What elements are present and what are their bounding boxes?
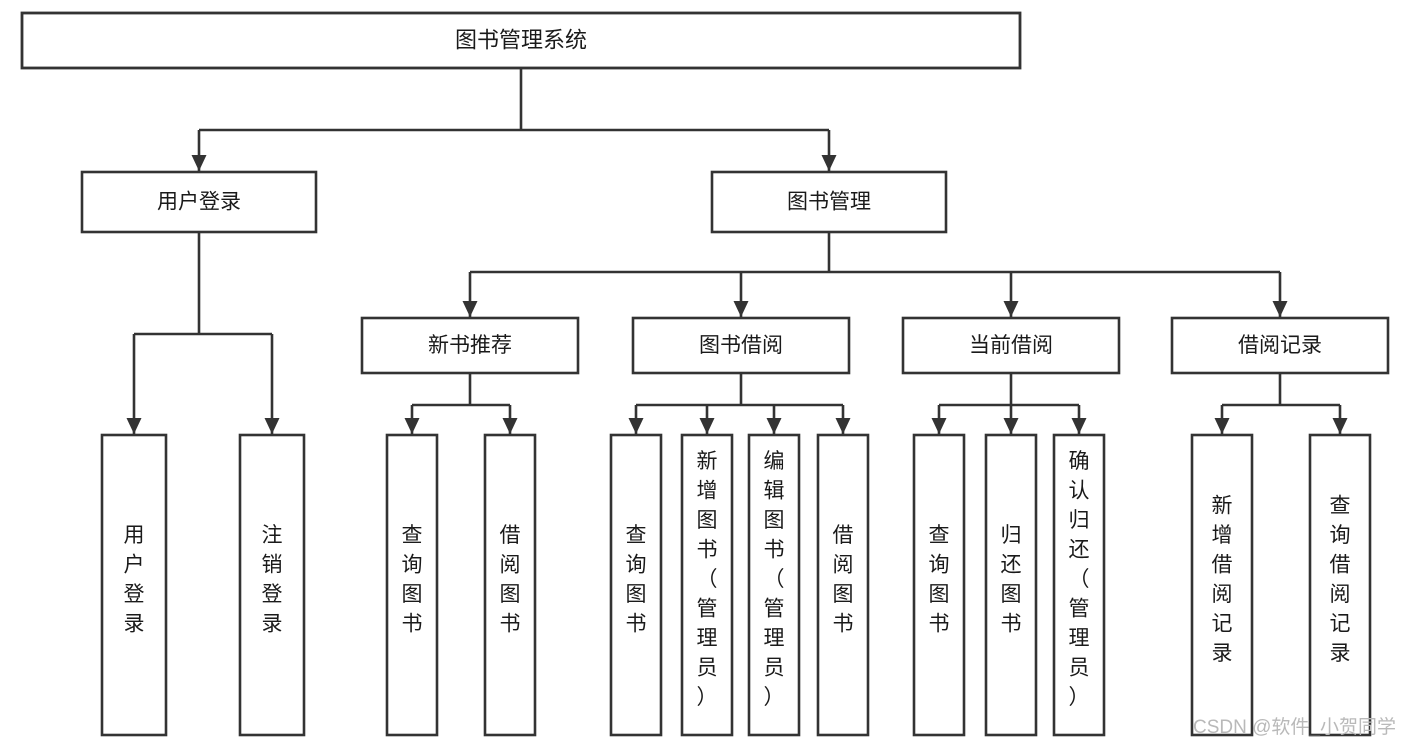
arrow-head-icon <box>1272 301 1288 317</box>
node-label: 借阅记录 <box>1238 334 1322 357</box>
node-book-manage[interactable]: 图书管理 <box>710 170 948 234</box>
node-box[interactable] <box>80 170 318 234</box>
node-add-borrow-record[interactable]: 新增借阅记录 <box>1190 433 1254 737</box>
node-layer: 图书管理系统用户登录用户登录注销登录图书管理新书推荐查询图书借阅图书图书借阅查询… <box>20 11 1390 737</box>
node-borrow-record[interactable]: 借阅记录 <box>1170 316 1390 375</box>
node-return-book[interactable]: 归还图书 <box>984 433 1038 737</box>
node-label: 用户登录 <box>157 191 241 214</box>
arrow-head-icon <box>264 418 280 434</box>
node-query-borrow-record[interactable]: 查询借阅记录 <box>1308 433 1372 737</box>
arrow-head-icon <box>733 301 749 317</box>
arrow-head-icon <box>835 418 851 434</box>
node-box[interactable] <box>984 433 1038 737</box>
node-user-logout-do[interactable]: 注销登录 <box>238 433 306 737</box>
node-box[interactable] <box>631 316 851 375</box>
node-edit-book[interactable]: 编辑图书（管理员） <box>747 433 801 737</box>
node-query-book-3[interactable]: 查询图书 <box>912 433 966 737</box>
node-box[interactable] <box>710 170 948 234</box>
arrow-head-icon <box>404 418 420 434</box>
node-box[interactable] <box>238 433 306 737</box>
node-box[interactable] <box>816 433 870 737</box>
node-box[interactable] <box>1190 433 1254 737</box>
node-query-book-1[interactable]: 查询图书 <box>385 433 439 737</box>
node-current-borrow[interactable]: 当前借阅 <box>901 316 1121 375</box>
node-label: 新增借阅记录 <box>1212 494 1233 665</box>
node-box[interactable] <box>747 433 801 737</box>
node-query-book-2[interactable]: 查询图书 <box>609 433 663 737</box>
node-box[interactable] <box>901 316 1121 375</box>
node-borrow-book-2[interactable]: 借阅图书 <box>816 433 870 737</box>
node-box[interactable] <box>483 433 537 737</box>
node-box[interactable] <box>680 433 734 737</box>
node-label: 查询图书 <box>626 524 647 636</box>
node-box[interactable] <box>385 433 439 737</box>
node-root[interactable]: 图书管理系统 <box>20 11 1022 70</box>
node-label: 图书管理系统 <box>455 27 587 52</box>
arrow-head-icon <box>191 155 207 171</box>
node-label: 注销登录 <box>262 524 283 636</box>
arrow-head-icon <box>126 418 142 434</box>
arrow-head-icon <box>931 418 947 434</box>
arrow-head-icon <box>699 418 715 434</box>
node-label: 新书推荐 <box>428 334 512 357</box>
node-borrow-book-1[interactable]: 借阅图书 <box>483 433 537 737</box>
arrow-head-icon <box>462 301 478 317</box>
arrow-head-icon <box>821 155 837 171</box>
arrow-head-icon <box>1003 418 1019 434</box>
node-label: 归还图书 <box>1001 524 1022 636</box>
node-label: 当前借阅 <box>969 334 1053 357</box>
node-label: 查询图书 <box>402 524 423 636</box>
node-box[interactable] <box>912 433 966 737</box>
node-box[interactable] <box>1170 316 1390 375</box>
node-label: 用户登录 <box>124 524 145 636</box>
node-box[interactable] <box>1052 433 1106 737</box>
node-box[interactable] <box>100 433 168 737</box>
node-user-login[interactable]: 用户登录 <box>80 170 318 234</box>
node-label: 借阅图书 <box>500 524 521 636</box>
csdn-watermark: CSDN @软件_小贺同学 <box>1193 716 1396 738</box>
node-box[interactable] <box>360 316 580 375</box>
node-label: 借阅图书 <box>833 524 854 636</box>
connector-layer <box>126 68 1348 434</box>
arrow-head-icon <box>766 418 782 434</box>
node-user-login-do[interactable]: 用户登录 <box>100 433 168 737</box>
node-confirm-return[interactable]: 确认归还（管理员） <box>1052 433 1106 737</box>
node-label: 查询图书 <box>929 524 950 636</box>
arrow-head-icon <box>1332 418 1348 434</box>
node-label: 编辑图书（管理员） <box>764 450 785 709</box>
node-book-borrow[interactable]: 图书借阅 <box>631 316 851 375</box>
node-label: 图书借阅 <box>699 334 783 357</box>
node-box[interactable] <box>609 433 663 737</box>
node-label: 查询借阅记录 <box>1330 494 1351 665</box>
arrow-head-icon <box>628 418 644 434</box>
node-box[interactable] <box>1308 433 1372 737</box>
arrow-head-icon <box>1214 418 1230 434</box>
arrow-head-icon <box>502 418 518 434</box>
node-box[interactable] <box>20 11 1022 70</box>
arrow-head-icon <box>1071 418 1087 434</box>
node-label: 图书管理 <box>787 191 871 214</box>
node-new-book-recommend[interactable]: 新书推荐 <box>360 316 580 375</box>
node-label: 新增图书（管理员） <box>697 450 718 709</box>
arrow-head-icon <box>1003 301 1019 317</box>
node-label: 确认归还（管理员） <box>1069 450 1090 709</box>
node-add-book[interactable]: 新增图书（管理员） <box>680 433 734 737</box>
